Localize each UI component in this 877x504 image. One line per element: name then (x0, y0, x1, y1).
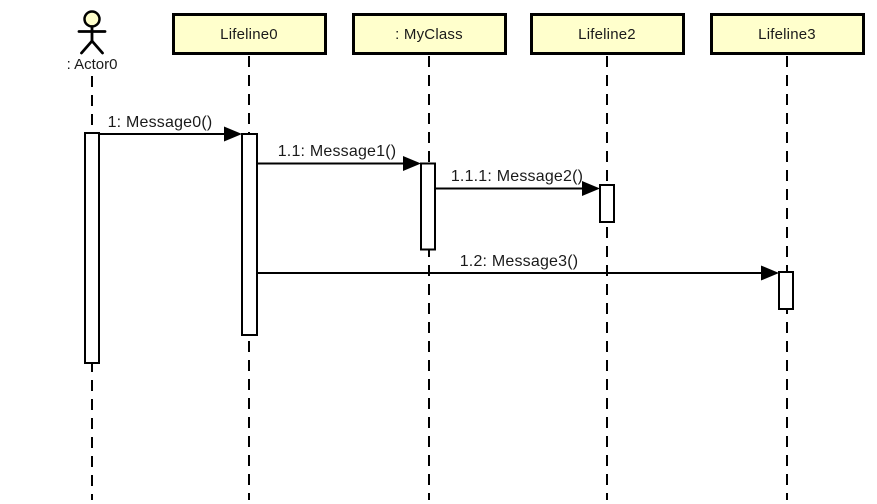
message-label-4[interactable]: 1.2: Message3() (459, 253, 579, 270)
lifeline-head-lifeline0[interactable]: Lifeline0 (171, 13, 327, 55)
lifeline-label: Lifeline2 (578, 25, 636, 43)
lifeline-head-lifeline2[interactable]: Lifeline2 (529, 13, 685, 55)
lifeline-head-myclass[interactable]: : MyClass (351, 13, 507, 55)
activation-actor0[interactable] (84, 132, 100, 364)
message-arrow-4[interactable] (257, 265, 779, 281)
arrowhead-icon (403, 156, 421, 171)
activation-lifeline3[interactable] (778, 271, 794, 310)
actor-right-leg-line (90, 39, 104, 55)
arrowhead-icon (224, 126, 242, 142)
lifeline-label: Lifeline0 (220, 25, 278, 43)
activation-lifeline2[interactable] (599, 184, 615, 223)
message-arrow-2[interactable] (257, 156, 421, 171)
actor-figure[interactable] (77, 10, 107, 55)
message-arrow-1[interactable] (99, 126, 242, 142)
lifeline-label: : MyClass (395, 25, 463, 43)
message-label-2[interactable]: 1.1: Message1() (277, 143, 397, 160)
message-arrow-3[interactable] (435, 181, 600, 196)
lifeline-label: Lifeline3 (758, 25, 816, 43)
actor-left-leg-line (80, 39, 94, 55)
activation-myclass[interactable] (420, 162, 436, 251)
message-label-3[interactable]: 1.1.1: Message2() (450, 168, 584, 185)
message-label-1[interactable]: 1: Message0() (107, 114, 213, 131)
arrowhead-icon (761, 265, 779, 281)
activation-lifeline0[interactable] (241, 133, 258, 336)
actor-label: : Actor0 (66, 56, 118, 73)
lifeline-head-lifeline3[interactable]: Lifeline3 (709, 13, 865, 55)
arrowhead-icon (582, 181, 600, 196)
actor-head-icon (83, 10, 101, 28)
